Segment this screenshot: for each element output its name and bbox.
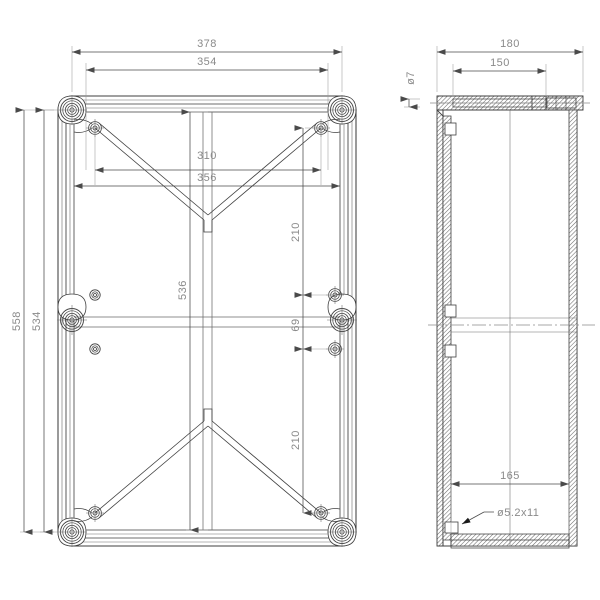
dim-label-378: 378 (197, 38, 217, 50)
dim-label-150: 150 (490, 57, 510, 69)
outer-wall (57, 95, 357, 547)
front-view: 378 354 310 356 558 534 536 210 69 210 (11, 38, 358, 548)
body-section (442, 109, 578, 549)
dim-label-d7: ø7 (405, 71, 417, 85)
leader-line-hole (461, 511, 485, 525)
lid-section (436, 95, 584, 547)
dim-label-310: 310 (197, 150, 217, 162)
dim-label-180: 180 (500, 38, 520, 50)
dim-label-558: 558 (11, 311, 23, 331)
dim-label-69: 69 (290, 318, 302, 331)
front-vertical-dims: 558 534 536 210 69 210 (11, 107, 312, 535)
top-insert-detail (430, 95, 590, 111)
dim-label-hole: ø5.2x11 (497, 507, 539, 519)
side-section-view: 180 150 ø7 165 ø5.2x11 (400, 38, 595, 549)
dim-label-356: 356 (197, 172, 217, 184)
seal-groove (65, 103, 349, 539)
dim-label-165: 165 (500, 470, 520, 482)
dim-label-534: 534 (31, 311, 43, 331)
outer-wall-inner-line (61, 99, 353, 543)
dim-label-536: 536 (177, 280, 189, 300)
dim-label-354: 354 (197, 56, 217, 68)
side-dims: 180 150 ø7 165 ø5.2x11 (400, 38, 583, 525)
wall-clips (444, 122, 459, 534)
dim-label-210-upper: 210 (290, 222, 302, 242)
dim-label-210-lower: 210 (290, 430, 302, 450)
side-center-feature (428, 317, 595, 333)
